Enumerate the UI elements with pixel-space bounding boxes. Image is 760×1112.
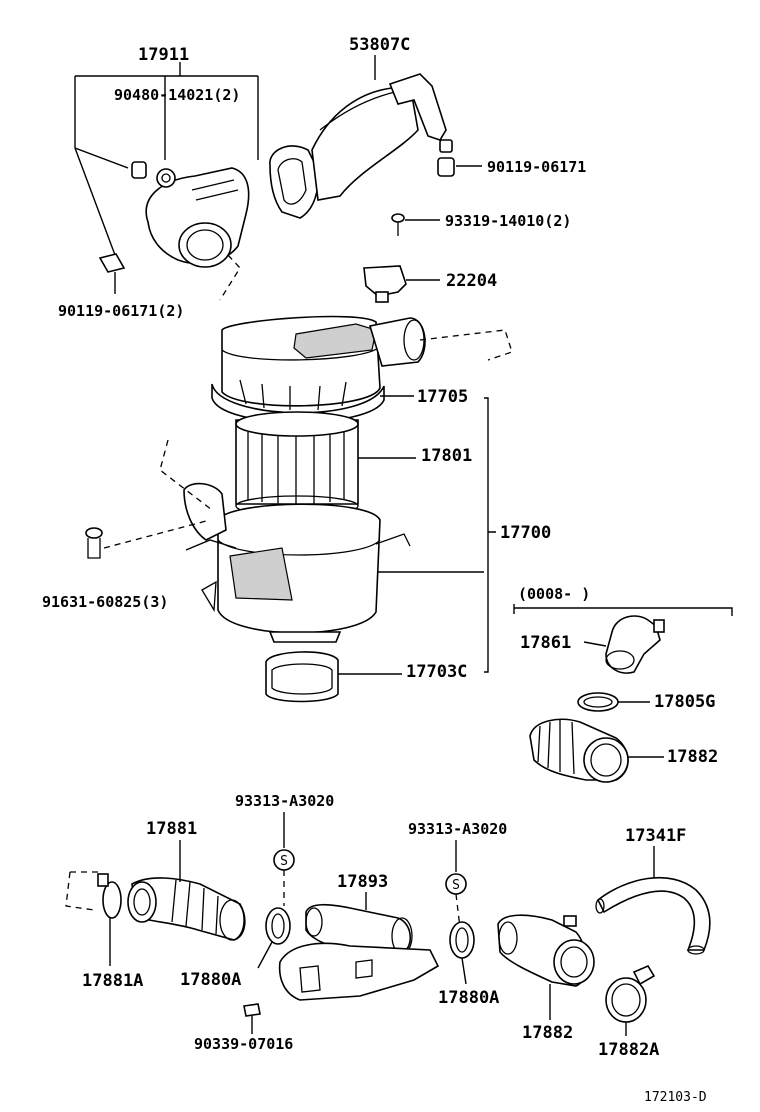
part-17805g-clamp (577, 692, 619, 712)
part-17911-bracket (74, 62, 259, 301)
label-17703c: 17703C (406, 662, 467, 682)
part-22204-sensor (363, 265, 407, 303)
part-17881a-clamp (97, 873, 122, 919)
part-90339-plug (243, 1003, 261, 1017)
part-17705-cap (211, 315, 513, 423)
s-mark-left-text: S (280, 854, 288, 869)
part-air-cleaner-case (159, 439, 411, 643)
label-17705: 17705 (417, 387, 468, 407)
label-17341f: 17341F (625, 826, 686, 846)
label-17880a-left: 17880A (180, 970, 241, 990)
label-90339-07016: 90339-07016 (194, 1035, 293, 1053)
part-17882a-clamp (605, 964, 656, 1023)
label-date-range: (0008- ) (518, 585, 590, 603)
label-17893: 17893 (337, 872, 388, 892)
label-90480-14021: 90480-14021(2) (114, 86, 240, 104)
label-17880a-right: 17880A (438, 988, 499, 1008)
label-17911: 17911 (138, 45, 189, 65)
part-91631-bolt (85, 527, 103, 559)
label-17861: 17861 (520, 633, 571, 653)
label-90119-06171-2: 90119-06171(2) (58, 302, 184, 320)
part-17881-hose (127, 877, 246, 941)
label-53807c: 53807C (349, 35, 410, 55)
reference-number: 172103-D (644, 1090, 707, 1105)
s-mark-right-text: S (452, 878, 460, 893)
part-17341f-hose (595, 876, 711, 955)
label-93319-14010: 93319-14010(2) (445, 212, 571, 230)
part-17861-elbow (605, 615, 665, 674)
label-93313-a3020-right: 93313-A3020 (408, 820, 507, 838)
part-17882-hose-bottom (497, 914, 595, 987)
label-22204: 22204 (446, 271, 497, 291)
label-17881: 17881 (146, 819, 197, 839)
part-53807c-duct (269, 73, 455, 219)
part-17880a-clamp-left (265, 907, 291, 945)
label-17801: 17801 (421, 446, 472, 466)
part-17801-filter-element (235, 411, 359, 517)
part-17882-hose-top (529, 718, 629, 783)
part-17703c-gasket (265, 651, 339, 703)
label-93313-a3020-left: 93313-A3020 (235, 792, 334, 810)
label-17700: 17700 (500, 523, 551, 543)
part-17880a-clamp-right (449, 921, 475, 959)
label-17882-top: 17882 (667, 747, 718, 767)
part-93319-screw (391, 213, 405, 236)
part-17893-resonator (278, 903, 440, 1001)
label-91631-60825: 91631-60825(3) (42, 593, 168, 611)
label-17882-bottom: 17882 (522, 1023, 573, 1043)
label-17881a: 17881A (82, 971, 143, 991)
label-17882a: 17882A (598, 1040, 659, 1060)
label-90119-06171: 90119-06171 (487, 158, 586, 176)
label-17805g: 17805G (654, 692, 715, 712)
